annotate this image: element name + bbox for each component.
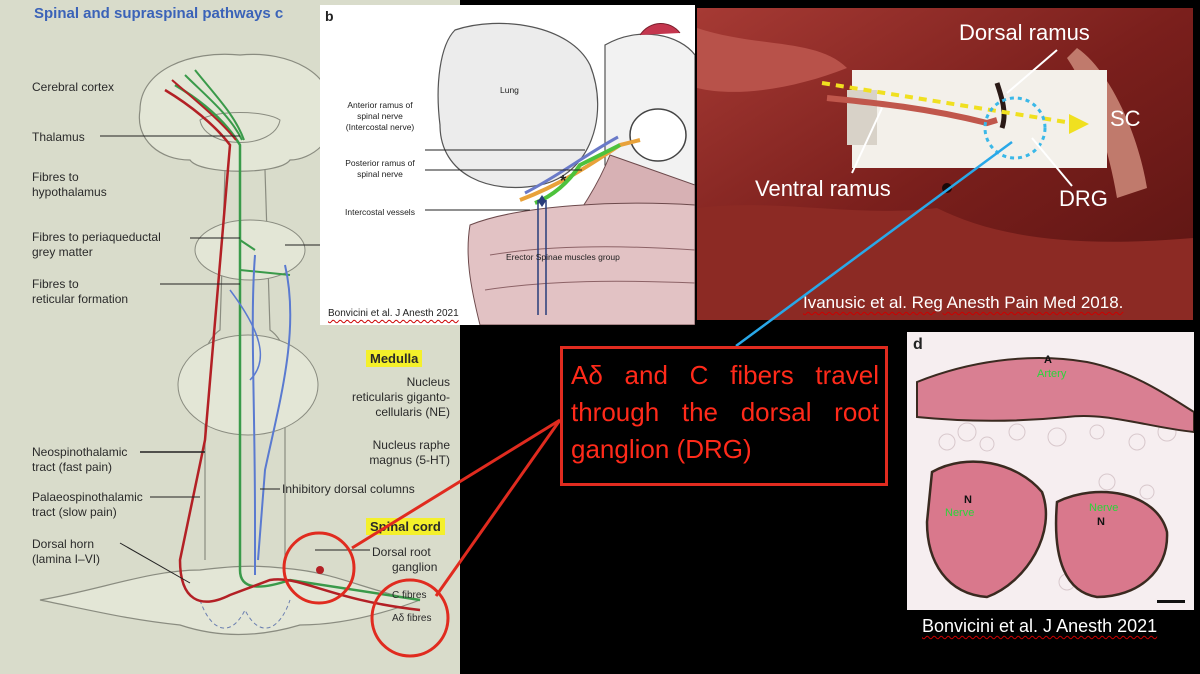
panel-d-label-n-right: N	[1097, 516, 1105, 528]
panel-d-histology: d A Artery N Nerve Nerve N	[907, 332, 1194, 610]
bottom-citation: Bonvicini et al. J Anesth 2021	[922, 616, 1158, 636]
label-fibres-hypothalamus-1: Fibres to	[32, 170, 79, 184]
diagram-title: Spinal and supraspinal pathways c	[34, 5, 284, 22]
label-neospinothalamic-2: tract (fast pain)	[32, 460, 113, 474]
label-nucleus-1: Nucleus	[406, 375, 450, 389]
panel-b-label-posterior-2: spinal nerve	[357, 169, 403, 179]
label-medulla: Medulla	[366, 350, 423, 367]
callout-text: Aδ and C fibers travel through the dorsa…	[571, 360, 879, 464]
photo-label-sc: SC	[1110, 106, 1141, 131]
panel-b-asterisk: *	[560, 173, 567, 190]
pathway-drawing	[39, 53, 450, 658]
panel-d-letter: d	[913, 336, 923, 353]
panel-d-label-n-left: N	[964, 494, 972, 506]
dissection-photo: Dorsal ramus SC Ventral ramus DRG Ivanus…	[697, 8, 1193, 320]
label-raphe-1: Nucleus raphe	[372, 438, 450, 452]
panel-b-label-vessels: Intercostal vessels	[345, 207, 415, 217]
photo-label-dorsal-ramus: Dorsal ramus	[959, 20, 1090, 45]
label-dorsal-horn-2: (lamina I–VI)	[32, 552, 101, 566]
panel-d-label-nerve-right: Nerve	[1089, 502, 1119, 514]
photo-label-ventral-ramus: Ventral ramus	[755, 176, 891, 201]
label-thalamus: Thalamus	[32, 130, 85, 144]
panel-b-label-erector: Erector Spinae muscles group	[506, 252, 620, 262]
panel-d-drawing	[907, 332, 1194, 610]
panel-d-label-nerve-left: Nerve	[945, 507, 975, 519]
label-inhibitory: Inhibitory dorsal columns	[282, 482, 415, 496]
label-palaeospinothalamic-1: Palaeospinothalamic	[32, 490, 143, 504]
label-fibres-paq-1: Fibres to periaqueductal	[32, 230, 161, 244]
panel-b-letter: b	[325, 8, 334, 24]
panel-d-label-a: A	[1044, 354, 1052, 366]
panel-b-label-lung: Lung	[500, 85, 519, 95]
panel-b-anatomy: b Lung Anterior ramus of spinal nerve (I…	[320, 5, 695, 325]
label-fibres-hypothalamus-2: hypothalamus	[32, 185, 107, 199]
photo-citation: Ivanusic et al. Reg Anesth Pain Med 2018…	[803, 293, 1124, 312]
label-fibres-reticular-1: Fibres to	[32, 277, 79, 291]
panel-b-label-anterior-3: (Intercostal nerve)	[345, 122, 415, 132]
panel-b-citation: Bonvicini et al. J Anesth 2021	[328, 308, 459, 319]
label-nucleus-3: cellularis (NE)	[375, 405, 450, 419]
panel-b-label-posterior-1: Posterior ramus of	[345, 158, 415, 168]
label-c-fibres: C fibres	[392, 590, 427, 601]
panel-d-label-artery: Artery	[1037, 368, 1067, 380]
panel-b-label-anterior-2: spinal nerve	[357, 111, 403, 121]
label-palaeospinothalamic-2: tract (slow pain)	[32, 505, 117, 519]
label-spinal-cord: Spinal cord	[366, 518, 445, 535]
panel-b-drawing	[425, 22, 695, 325]
label-drg-1: Dorsal root	[372, 545, 431, 559]
label-cerebral-cortex: Cerebral cortex	[32, 80, 115, 94]
label-fibres-paq-2: grey matter	[32, 245, 93, 259]
panel-b-label-anterior-1: Anterior ramus of	[347, 100, 413, 110]
photo-label-drg: DRG	[1059, 186, 1108, 211]
label-raphe-2: magnus (5-HT)	[369, 453, 450, 467]
label-drg-2: ganglion	[392, 560, 438, 574]
label-nucleus-2: reticularis giganto-	[351, 390, 450, 404]
label-neospinothalamic-1: Neospinothalamic	[32, 445, 128, 459]
callout-box: Aδ and C fibers travel through the dorsa…	[560, 346, 888, 486]
label-ad-fibres: Aδ fibres	[392, 613, 432, 624]
label-dorsal-horn-1: Dorsal horn	[32, 537, 95, 551]
photo-drawing	[697, 8, 1193, 320]
label-fibres-reticular-2: reticular formation	[32, 292, 129, 306]
